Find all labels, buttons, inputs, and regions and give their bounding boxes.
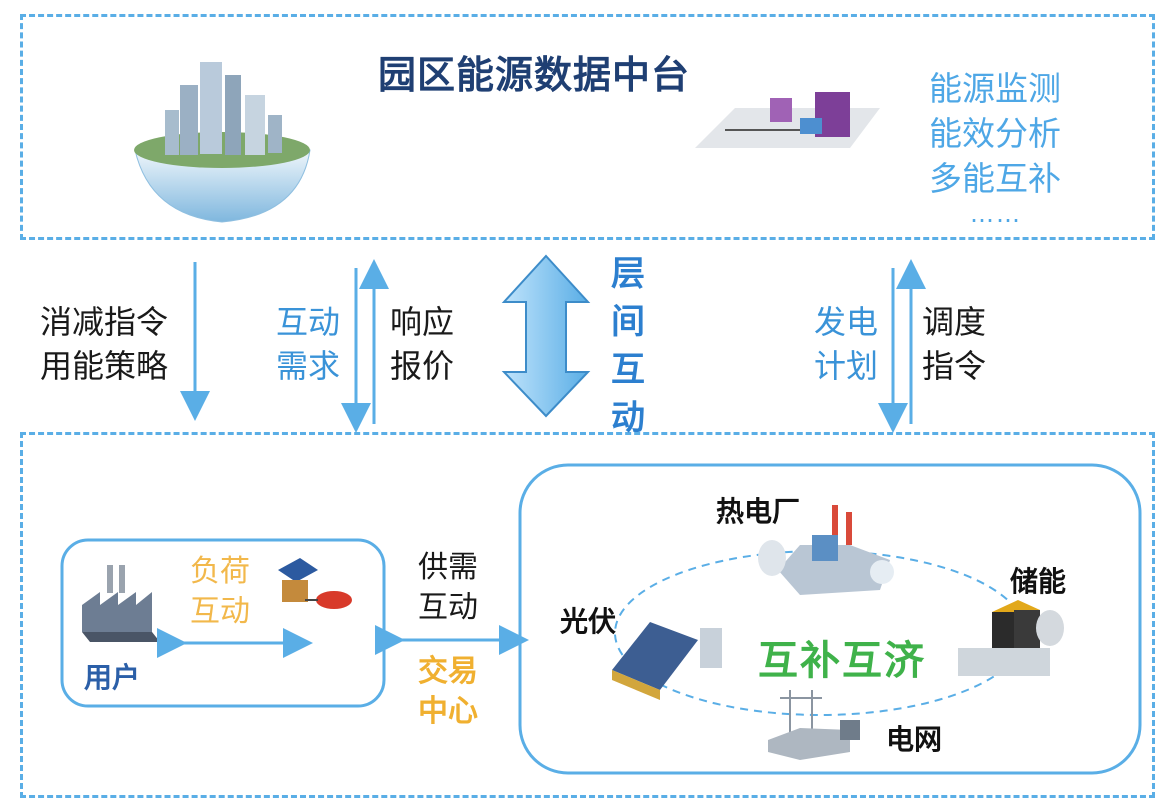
function-item: 能源监测 (929, 69, 1061, 108)
label-char: 动 (611, 398, 645, 438)
label-line: 供需 (418, 550, 478, 585)
label-line: 互动 (418, 590, 478, 625)
factory-icon (82, 565, 160, 642)
function-list: 能源监测 能效分析 多能互补 (925, 66, 1065, 201)
solar-house-ev-icon (278, 558, 352, 609)
city-globe-illustration (134, 62, 311, 223)
label-line: 响应 (390, 303, 455, 341)
pv-label: 光伏 (560, 605, 617, 638)
dispatch-instruction-label: 调度 指令 (922, 300, 986, 388)
label-char: 互 (611, 350, 645, 390)
generation-plan-label: 发电 计划 (814, 300, 878, 388)
reduction-instruction-label: 消减指令 用能策略 (40, 300, 168, 388)
layer-double-arrow (501, 254, 591, 418)
page-title: 园区能源数据中台 (378, 53, 691, 97)
label-line: 互动 (276, 303, 341, 341)
pv-icon (612, 622, 722, 700)
function-item: 能效分析 (929, 114, 1061, 153)
label-line: 用能策略 (40, 347, 169, 385)
label-line: 需求 (276, 347, 341, 385)
label-char: 间 (611, 302, 645, 342)
layer-interaction-label: 层 间 互 动 (608, 250, 648, 442)
complementary-label: 互补互济 (758, 638, 926, 684)
function-item: 多能互补 (929, 159, 1061, 198)
label-line: 互动 (190, 594, 250, 629)
data-center-illustration (695, 92, 880, 148)
storage-icon (958, 600, 1064, 676)
label-line: 报价 (390, 347, 455, 385)
label-line: 交易 (418, 654, 478, 689)
label-line: 计划 (814, 347, 879, 385)
response-quote-label: 响应 报价 (390, 300, 454, 388)
label-line: 中心 (418, 694, 478, 729)
user-label: 用户 (84, 661, 141, 694)
label-char: 层 (611, 254, 645, 294)
grid-icon (768, 690, 860, 760)
thermal-plant-label: 热电厂 (716, 495, 801, 528)
load-interaction-label: 负荷 互动 (190, 552, 250, 632)
label-line: 指令 (922, 347, 987, 385)
label-line: 消减指令 (40, 303, 169, 341)
interaction-demand-label: 互动 需求 (276, 300, 340, 388)
thermal-plant-icon (758, 505, 894, 595)
label-line: 发电 (814, 303, 879, 341)
storage-label: 储能 (1010, 565, 1067, 598)
energy-box (518, 463, 1142, 775)
grid-label: 电网 (886, 723, 943, 756)
label-line: 负荷 (190, 554, 250, 589)
supply-demand-label: 供需 互动 (418, 548, 478, 628)
function-ellipsis: …… (970, 200, 1022, 228)
label-line: 调度 (922, 303, 987, 341)
trading-center-label: 交易 中心 (418, 652, 478, 732)
bottom-panel (20, 432, 1155, 798)
top-panel (20, 14, 1155, 240)
